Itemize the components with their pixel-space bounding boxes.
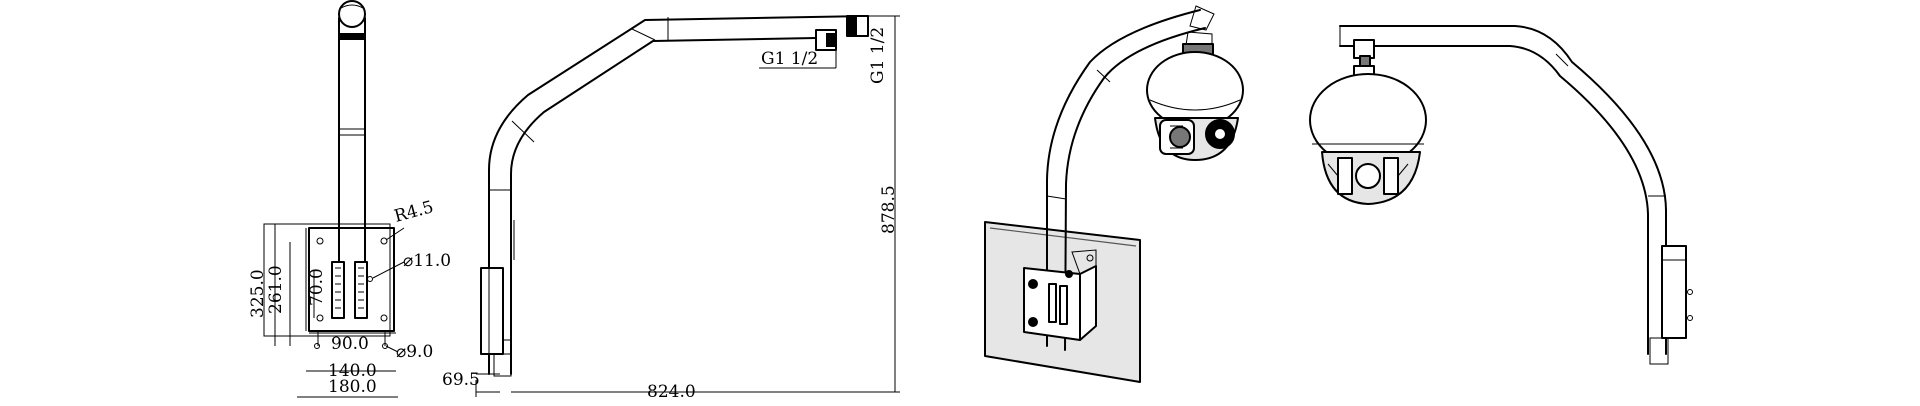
front-dimension-lines bbox=[475, 15, 900, 397]
speed-dome-camera-1 bbox=[1146, 31, 1244, 161]
perspective-view-pendant bbox=[1309, 25, 1693, 365]
mounting-slots bbox=[331, 261, 368, 319]
thread-label-horizontal: G1 1/2 bbox=[761, 49, 818, 69]
bracket-arm bbox=[488, 15, 869, 375]
side-view-pole bbox=[338, 0, 366, 263]
speed-dome-camera-2 bbox=[1309, 39, 1427, 205]
mounting-plate-perspective bbox=[1023, 249, 1097, 341]
height-label: 878.5 bbox=[879, 185, 899, 234]
bracket-arm-perspective-2 bbox=[1339, 25, 1667, 355]
height-outer-label: 325.0 bbox=[248, 269, 268, 318]
offset-label: 69.5 bbox=[442, 370, 480, 390]
thread-label-vertical: G1 1/2 bbox=[868, 27, 888, 84]
radius-label: R4.5 bbox=[392, 197, 436, 227]
slot-length-label: 70.0 bbox=[307, 268, 327, 306]
hole-small-label: ⌀9.0 bbox=[396, 342, 433, 362]
height-inner-label: 261.0 bbox=[266, 265, 286, 314]
side-dimension-lines bbox=[274, 224, 405, 398]
hole-large-label: ⌀11.0 bbox=[403, 251, 451, 271]
width-mid-label: 140.0 bbox=[328, 361, 377, 381]
thread-fitting bbox=[815, 15, 885, 51]
wall-bracket-perspective-2 bbox=[1649, 245, 1693, 365]
perspective-view-wall-mounted bbox=[984, 5, 1244, 383]
side-view: R4.5 ⌀11.0 325.0 261.0 70.0 90.0 ⌀9.0 14… bbox=[248, 0, 451, 398]
wall-bracket-front bbox=[480, 220, 515, 377]
width-inner-label: 90.0 bbox=[331, 334, 369, 354]
length-label: 824.0 bbox=[647, 382, 696, 402]
bracket-arm-perspective bbox=[1046, 5, 1215, 351]
front-view: G1 1/2 G1 1/2 878.5 69.5 824.0 bbox=[442, 15, 900, 402]
mounting-holes bbox=[314, 237, 388, 349]
width-outer-label: 180.0 bbox=[328, 377, 377, 397]
